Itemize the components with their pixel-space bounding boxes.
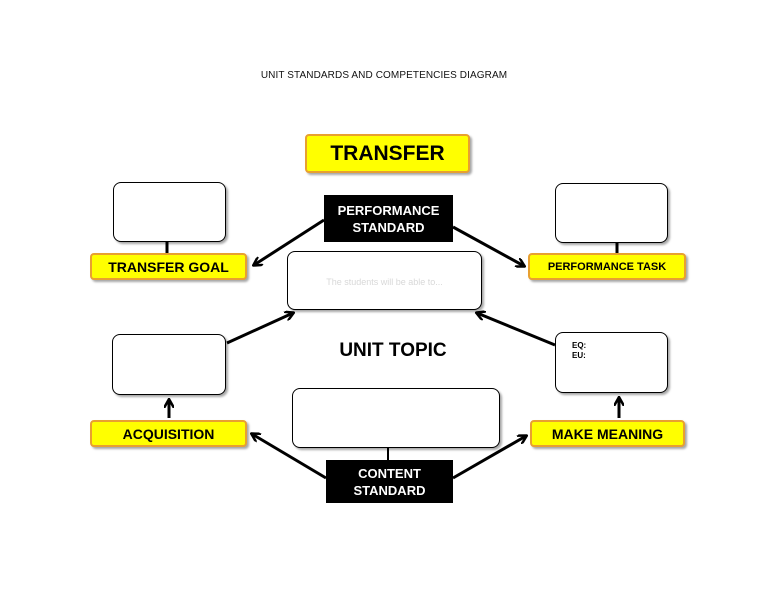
transfer-text: TRANSFER [330,141,445,165]
performance-standard-label: PERFORMANCE STANDARD [324,195,453,242]
transfer-goal-text: TRANSFER GOAL [108,258,229,275]
transfer-label: TRANSFER [305,134,470,173]
make-meaning-box[interactable]: EQ: EU: [555,332,668,393]
performance-task-label: PERFORMANCE TASK [528,253,686,280]
arrow-to-make-meaning [452,436,526,480]
content-standard-line1: CONTENT [358,465,421,481]
performance-standard-line1: PERFORMANCE [337,202,440,218]
eu-label: EU: [572,351,586,360]
acquisition-label: ACQUISITION [90,420,247,447]
page-title: UNIT STANDARDS AND COMPETENCIES DIAGRAM [260,70,508,81]
make-meaning-label: MAKE MEANING [530,420,685,447]
arrow-meaning-to-topic [477,313,556,347]
arrow-to-acquisition [252,434,327,480]
acquisition-box[interactable] [112,334,226,395]
arrow-to-transfer-goal [254,218,325,265]
make-meaning-text: MAKE MEANING [551,425,664,442]
performance-standard-box[interactable]: The students will be able to... [287,251,482,310]
performance-standard-line2: STANDARD [352,219,425,235]
content-standard-line2: STANDARD [353,482,426,498]
transfer-goal-box[interactable] [113,182,226,242]
performance-task-box[interactable] [555,183,668,243]
transfer-goal-label: TRANSFER GOAL [90,253,247,280]
content-standard-label: CONTENT STANDARD [326,460,453,503]
eq-label: EQ: [572,341,587,350]
arrow-acquisition-to-topic [226,313,293,345]
arrow-to-performance-task [452,225,524,266]
unit-topic: UNIT TOPIC [339,340,447,361]
performance-task-text: PERFORMANCE TASK [547,260,667,273]
performance-box-placeholder: The students will be able to... [326,277,443,287]
acquisition-text: ACQUISITION [122,425,215,442]
content-standard-box[interactable] [292,388,500,448]
